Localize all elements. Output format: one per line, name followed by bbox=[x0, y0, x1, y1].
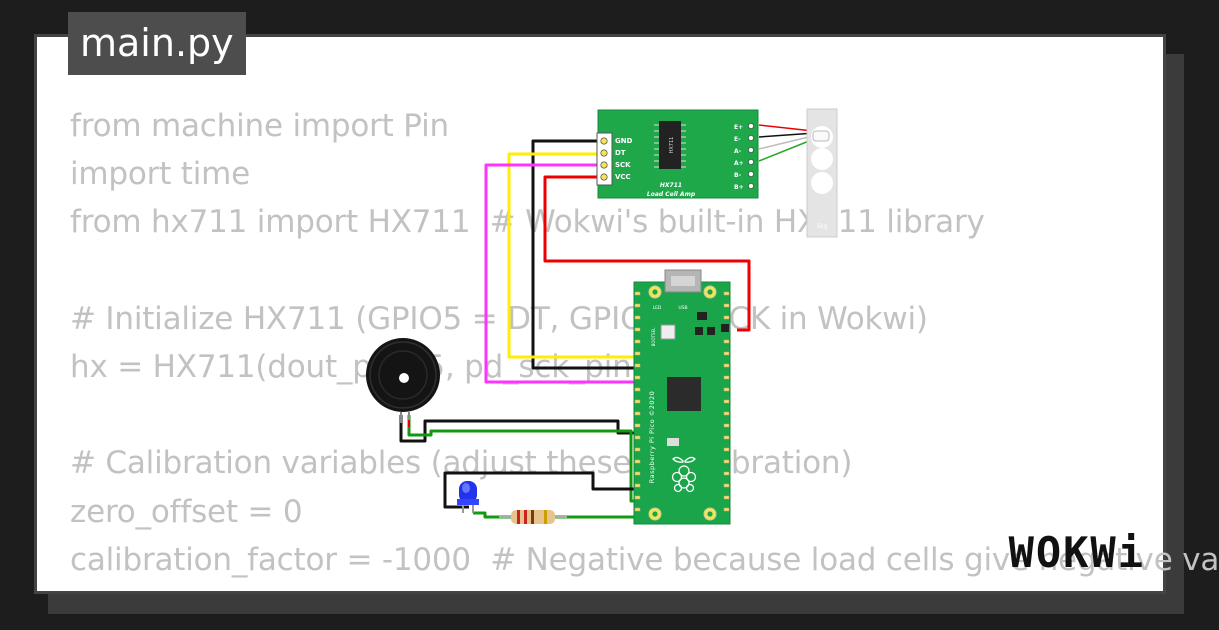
wire-lc-black bbox=[758, 132, 816, 138]
buzzer[interactable] bbox=[366, 338, 440, 427]
hx711-pin-gnd: GND bbox=[615, 137, 633, 145]
wire-led-black bbox=[443, 471, 637, 509]
pico-bootsel-label: BOOTSEL bbox=[651, 327, 656, 346]
hx711-chip: HX711 bbox=[654, 121, 686, 169]
hx711-module[interactable]: GND DT SCK VCC HX711 HX711 Load Cell Amp… bbox=[596, 109, 759, 199]
wire-vcc bbox=[543, 175, 751, 332]
pico-board[interactable]: Raspberry Pi Pico ©2020 BOOTSEL USB LED bbox=[633, 269, 731, 525]
pico-left-pins bbox=[634, 291, 641, 512]
hx711-pin-dt: DT bbox=[615, 149, 626, 157]
hx711-pin-vcc: VCC bbox=[615, 173, 631, 181]
raspberry-pi-logo bbox=[671, 456, 697, 493]
hx711-right-pins: E+ E- A- A+ B- B+ bbox=[734, 124, 744, 191]
wire-sck bbox=[484, 163, 637, 384]
hx711-pin-sck: SCK bbox=[615, 161, 631, 169]
pico-right-pins bbox=[723, 291, 730, 512]
code-preview: from machine import Pin import time from… bbox=[70, 102, 1219, 584]
load-cell[interactable]: 5kg bbox=[806, 108, 838, 238]
code-line: import time bbox=[70, 156, 251, 193]
hx711-title: HX711 bbox=[660, 182, 682, 189]
code-line: zero_offset = 0 bbox=[70, 493, 303, 530]
bootsel-button[interactable] bbox=[660, 324, 676, 340]
load-cell-label: 5kg bbox=[816, 223, 827, 230]
hx711-pin-e-plus: E+ bbox=[734, 124, 743, 131]
project-card[interactable]: from machine import Pin import time from… bbox=[34, 34, 1219, 597]
wire-buzzer-green bbox=[407, 415, 637, 503]
hx711-subtitle: Load Cell Amp bbox=[647, 191, 696, 198]
hx711-pin-a-minus: A- bbox=[734, 148, 742, 155]
file-tab[interactable]: main.py bbox=[68, 12, 246, 75]
wire-gnd bbox=[531, 139, 637, 370]
wire-lc-red bbox=[758, 124, 814, 132]
wire-buzzer-black bbox=[399, 415, 637, 443]
code-line: calibration_factor = -1000 # Negative be… bbox=[70, 541, 1219, 578]
hx711-pin-b-minus: B- bbox=[734, 172, 742, 179]
hx711-pin-a-plus: A+ bbox=[734, 160, 744, 167]
pico-led-label: LED bbox=[653, 305, 662, 311]
pico-board-label: Raspberry Pi Pico ©2020 bbox=[648, 391, 656, 484]
code-line: from machine import Pin bbox=[70, 108, 449, 144]
hx711-chip-label: HX711 bbox=[669, 137, 675, 154]
blue-led[interactable] bbox=[457, 481, 479, 513]
hx711-left-header bbox=[600, 137, 608, 181]
wokwi-logo: WOKWi bbox=[1008, 528, 1145, 577]
rp2040-chip bbox=[667, 377, 701, 411]
circuit-diagram[interactable]: GND DT SCK VCC HX711 HX711 Load Cell Amp… bbox=[37, 37, 1169, 597]
hx711-pin-e-minus: E- bbox=[734, 136, 741, 143]
wire-dt bbox=[507, 152, 637, 359]
pico-usb-label: USB bbox=[678, 305, 687, 311]
code-line: from hx711 import HX711 # Wokwi's built-… bbox=[70, 204, 985, 241]
resistor[interactable] bbox=[499, 510, 567, 524]
hx711-pin-b-plus: B+ bbox=[734, 184, 744, 191]
